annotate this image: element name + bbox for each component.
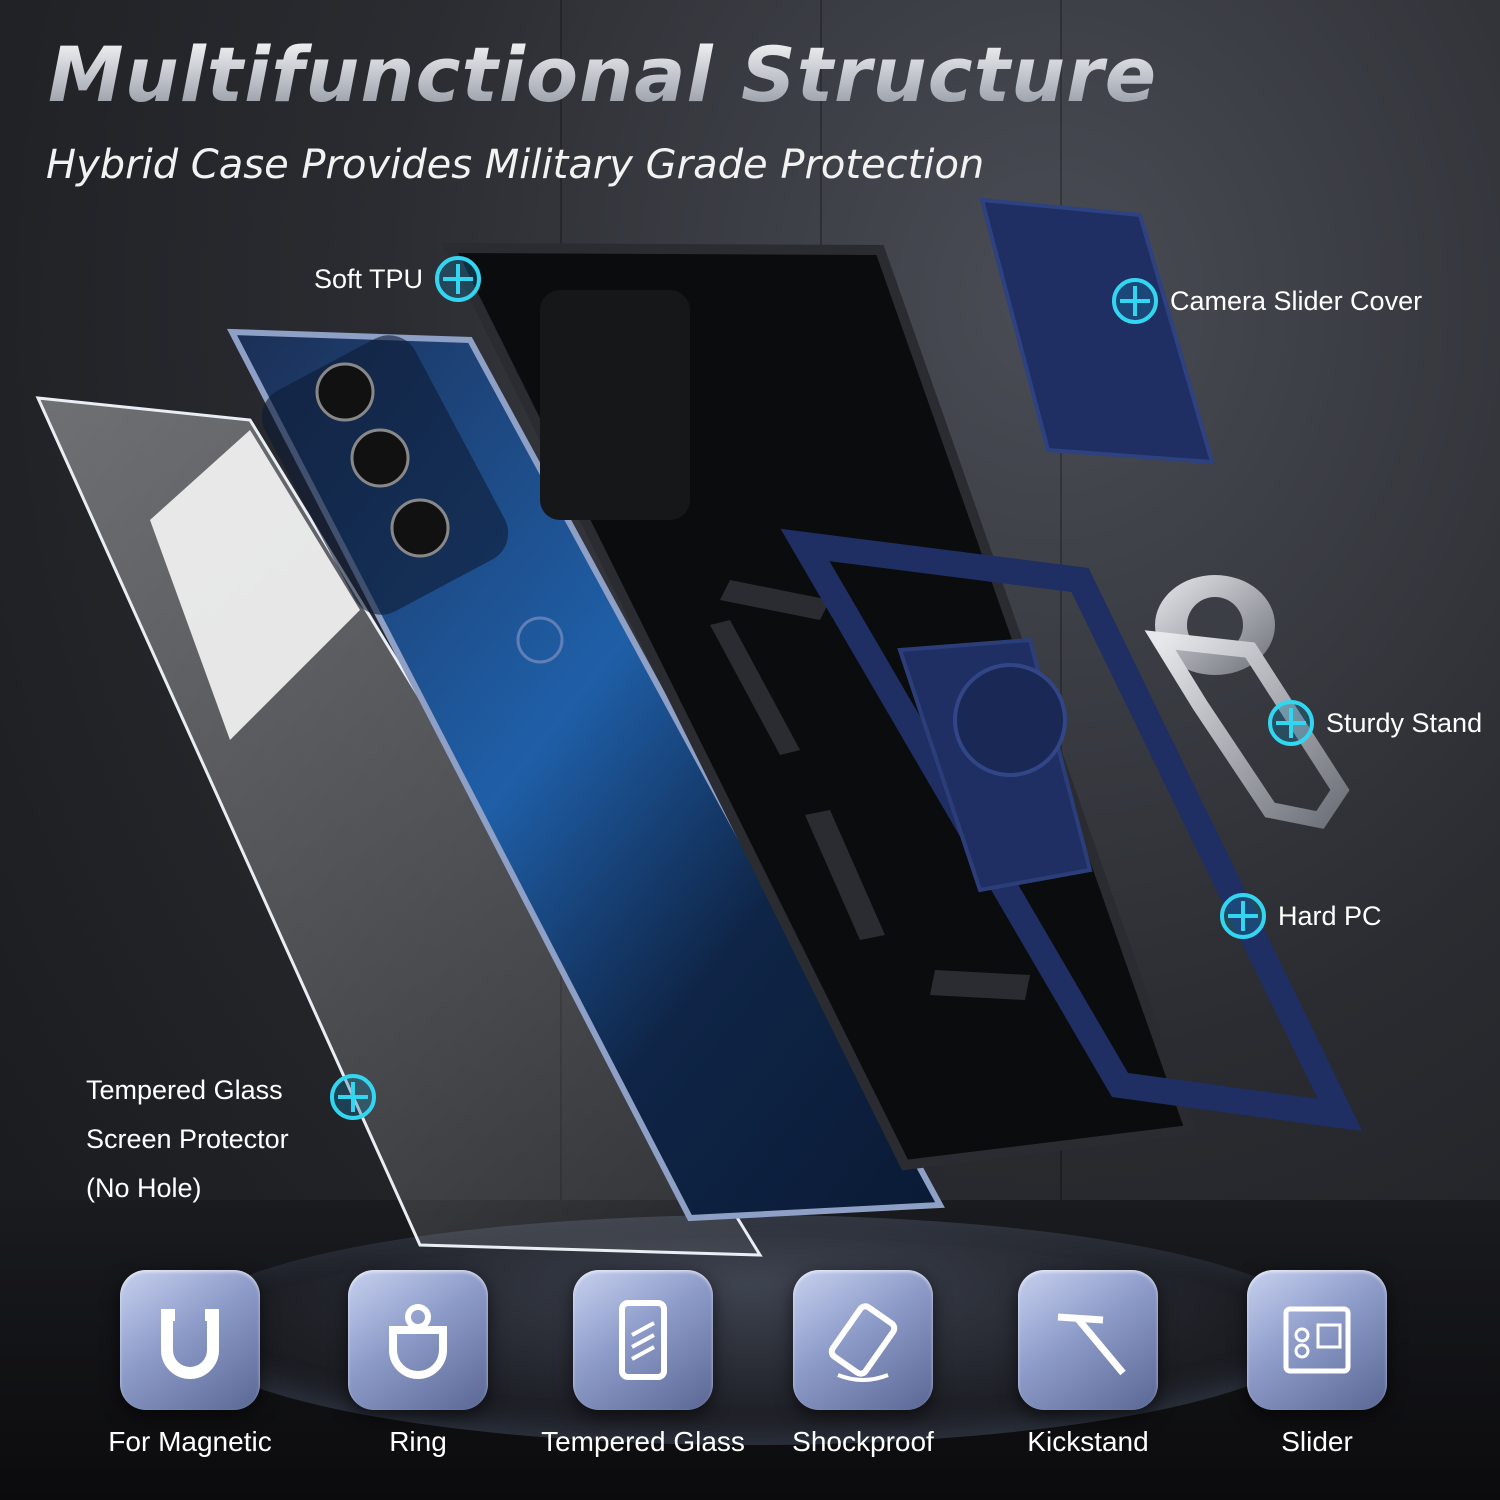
- feature-slider: Slider: [1202, 1270, 1432, 1458]
- magnet-icon: [120, 1270, 260, 1410]
- callout-label: Camera Slider Cover: [1170, 285, 1423, 316]
- feature-label: Tempered Glass: [541, 1426, 745, 1457]
- feature-label: Shockproof: [792, 1426, 934, 1457]
- feature-row: For Magnetic Ring Tempered Glass Shockpr…: [0, 1270, 1500, 1500]
- screen-protector: [35, 396, 763, 1257]
- exploded-case-illustration: [35, 197, 1363, 1257]
- ring-stand: [1144, 575, 1350, 829]
- page-title: Multifunctional Structure: [48, 30, 1158, 119]
- feature-label: For Magnetic: [108, 1426, 272, 1457]
- feature-label: Kickstand: [1027, 1426, 1149, 1457]
- phone: [226, 328, 945, 1222]
- ring-icon: [348, 1270, 488, 1410]
- callout-label: Soft TPU: [314, 263, 424, 294]
- plus-icon: [330, 1074, 376, 1120]
- shockproof-icon: [793, 1270, 933, 1410]
- plus-icon: [1268, 700, 1314, 746]
- feature-ring: Ring: [303, 1270, 533, 1458]
- tpu-case: [441, 242, 1197, 1171]
- feature-magnetic: For Magnetic: [75, 1270, 305, 1458]
- feature-kickstand: Kickstand: [973, 1270, 1203, 1458]
- tempered-glass-icon: [573, 1270, 713, 1410]
- camera-slider-cover: [979, 197, 1215, 465]
- callout-label: Hard PC: [1278, 900, 1382, 931]
- callout-sturdy-stand: Sturdy Stand: [1268, 700, 1482, 746]
- plus-icon: [1112, 278, 1158, 324]
- page-subtitle: Hybrid Case Provides Military Grade Prot…: [46, 142, 985, 188]
- callout-camera-slider-cover: Camera Slider Cover: [1112, 278, 1422, 324]
- wall-line: [1060, 0, 1062, 1200]
- plus-icon: [435, 256, 482, 302]
- callout-label-line: (No Hole): [86, 1173, 202, 1203]
- kickstand-icon: [1018, 1270, 1158, 1410]
- callout-tempered-glass: Tempered Glass Screen Protector (No Hole…: [86, 1066, 289, 1213]
- callout-label: Sturdy Stand: [1326, 707, 1483, 738]
- feature-tempered-glass: Tempered Glass: [528, 1270, 758, 1458]
- callout-hard-pc: Hard PC: [1220, 893, 1382, 939]
- callout-label-line: Tempered Glass: [86, 1075, 283, 1105]
- slider-icon: [1247, 1270, 1387, 1410]
- callout-soft-tpu: Soft TPU: [314, 256, 482, 302]
- plus-icon: [1220, 893, 1266, 939]
- feature-shockproof: Shockproof: [748, 1270, 978, 1458]
- hard-pc-frame: [780, 528, 1363, 1132]
- feature-label: Slider: [1281, 1426, 1353, 1457]
- callout-label-line: Screen Protector: [86, 1124, 289, 1154]
- feature-label: Ring: [389, 1426, 447, 1457]
